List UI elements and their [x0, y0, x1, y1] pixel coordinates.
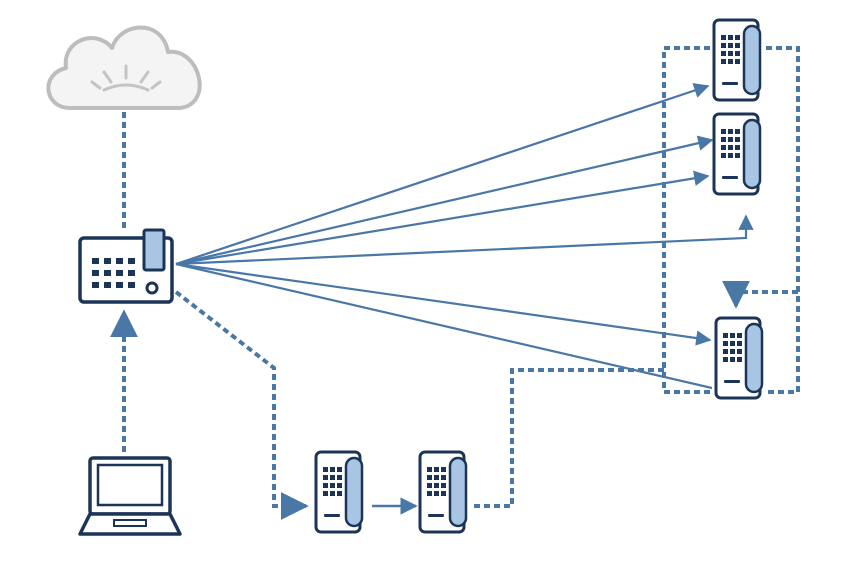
call-line-1	[175, 83, 710, 266]
call-line-3	[175, 170, 710, 266]
desk-phone-icon	[714, 316, 764, 400]
edge-pbx-chain	[174, 290, 309, 520]
solid-call-lines	[175, 83, 754, 390]
right-dashed-frame	[662, 46, 800, 394]
desk-phone-icon	[712, 18, 762, 102]
desk-phone-icon	[314, 450, 364, 534]
laptop-icon	[78, 456, 182, 536]
desk-phone-icon	[418, 450, 468, 534]
call-line-2	[175, 135, 714, 266]
cloud-icon	[46, 25, 202, 110]
call-line-6	[175, 262, 713, 390]
call-line-4	[175, 214, 754, 266]
edge-chain2-right	[474, 368, 664, 508]
pbx-phone-icon	[78, 228, 174, 304]
desk-phone-icon	[712, 112, 762, 196]
call-line-5	[175, 262, 712, 346]
